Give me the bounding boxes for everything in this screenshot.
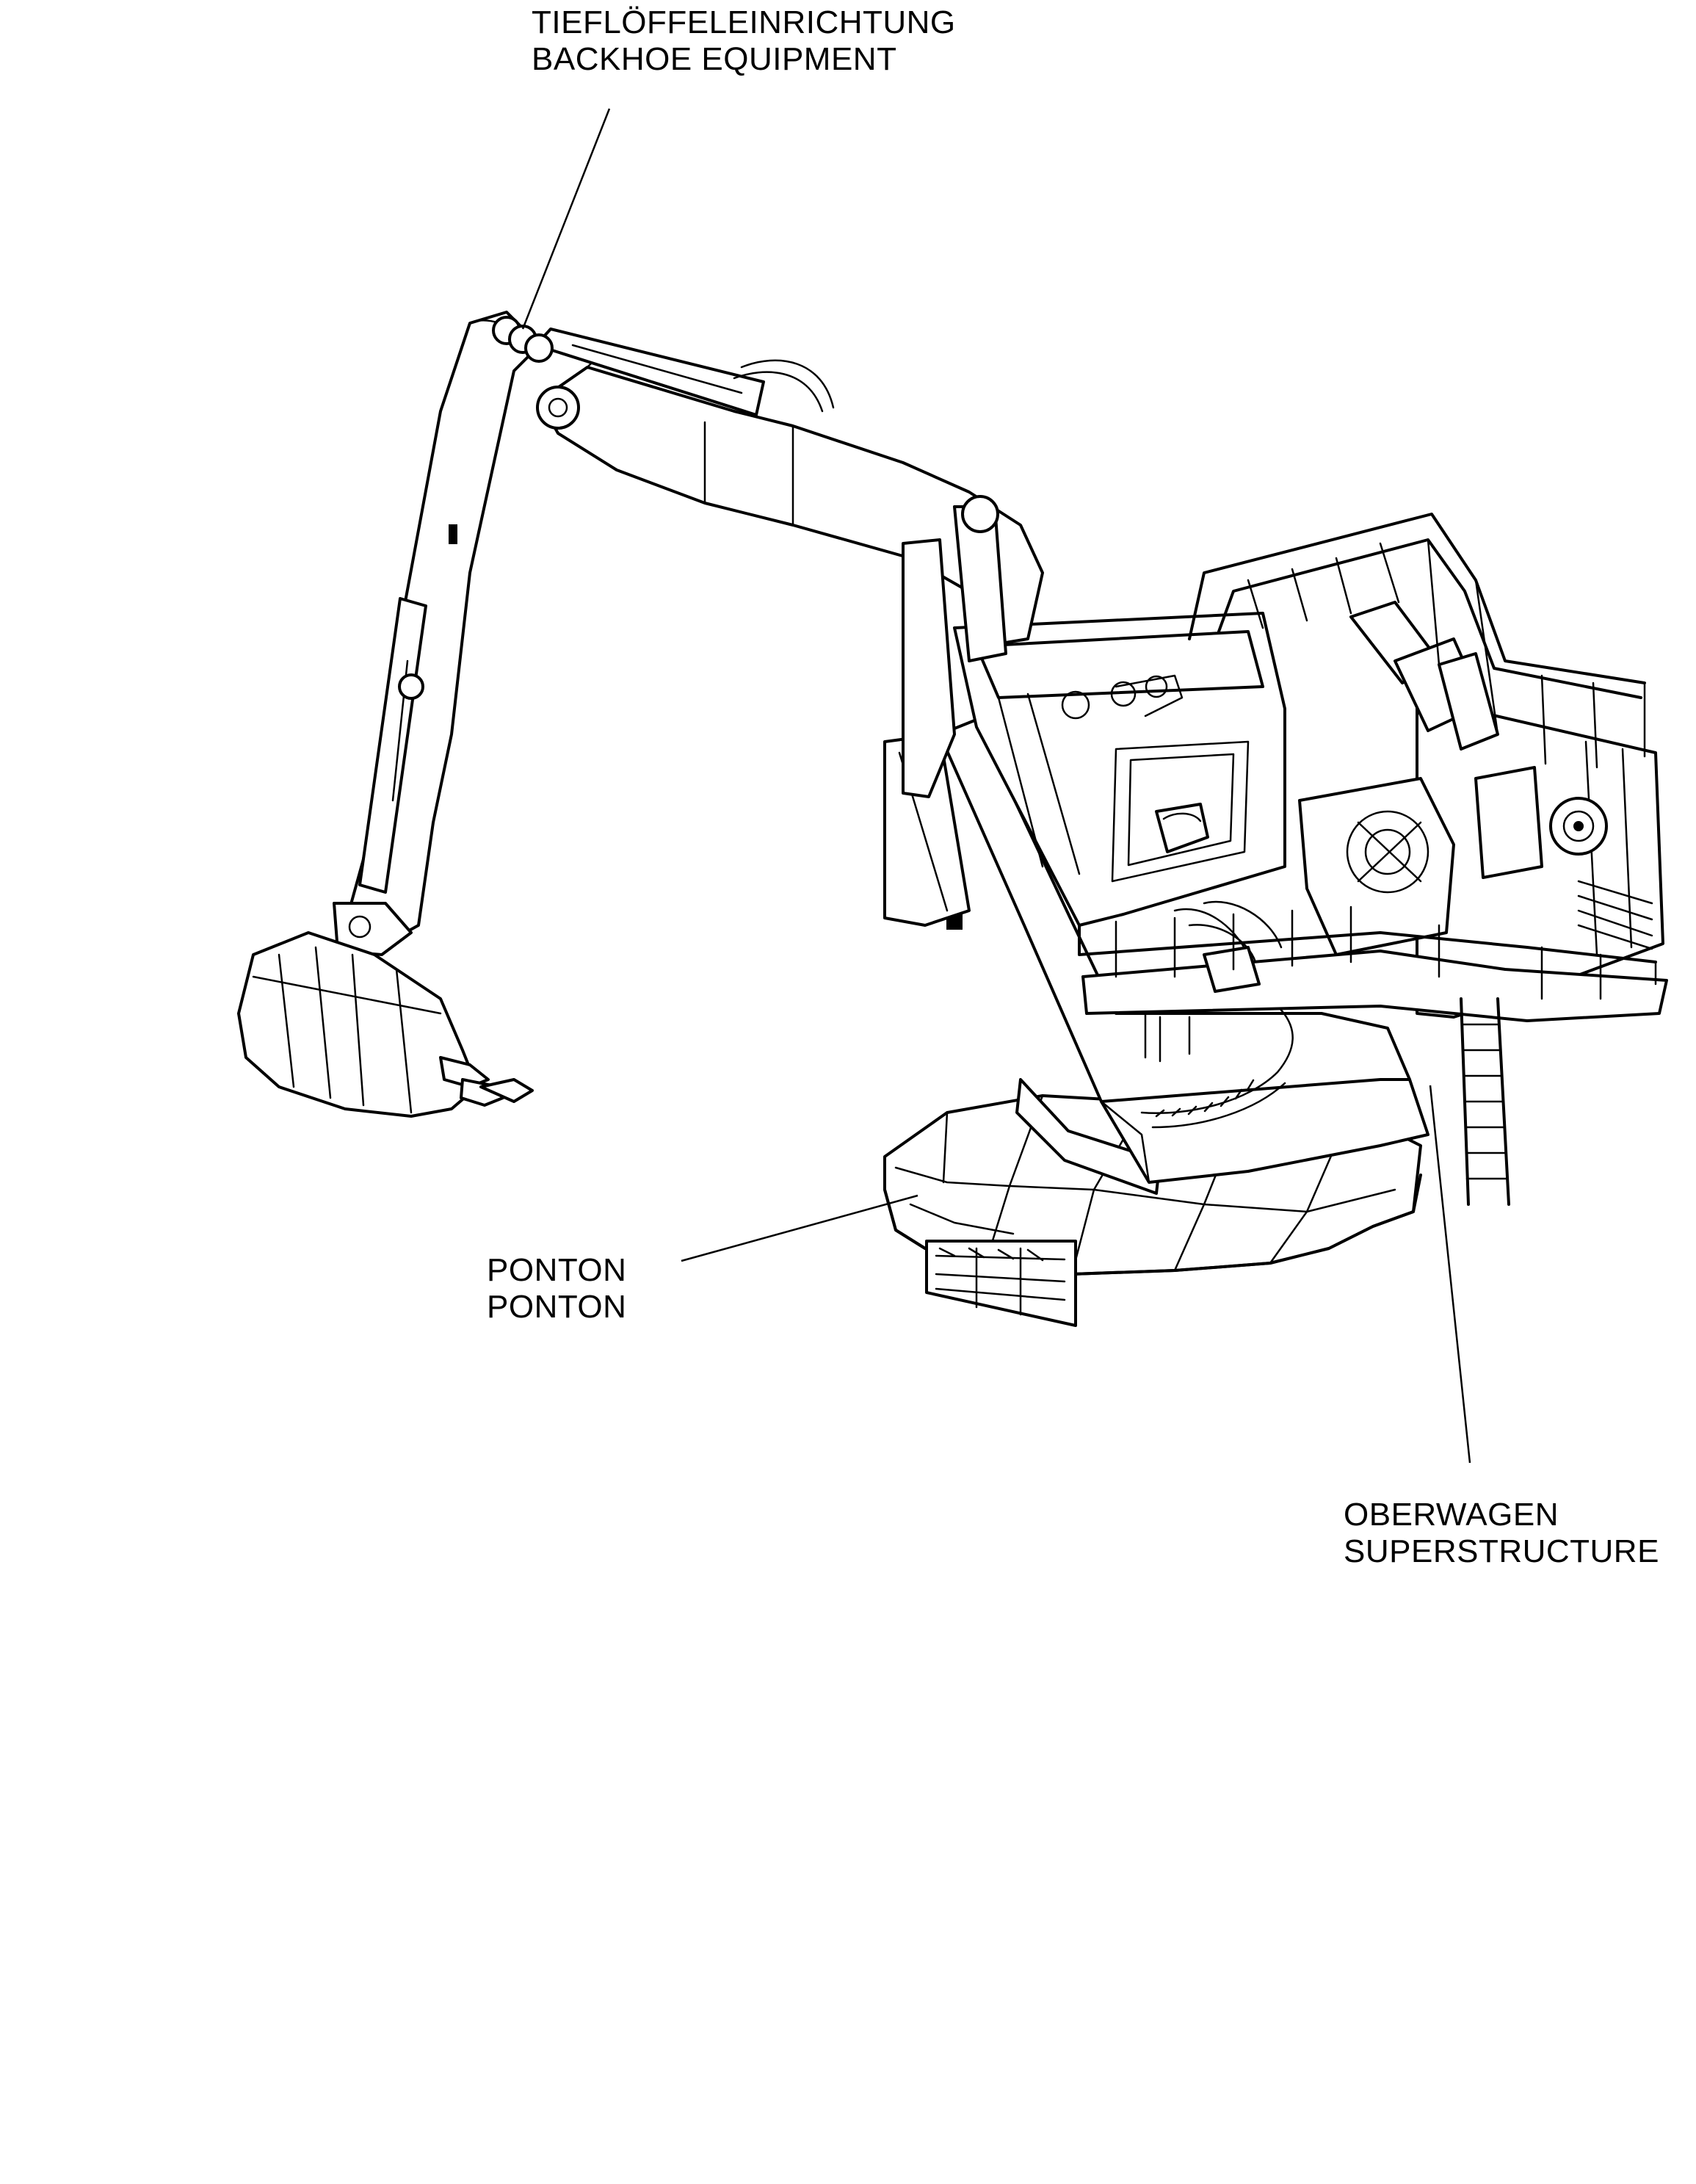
ponton-label-german: PONTON [487,1252,627,1288]
superstructure-callout: OBERWAGEN SUPERSTRUCTURE [1344,1497,1659,1570]
superstructure-leader-line [1429,1085,1471,1464]
ponton-leader-line [681,1194,918,1262]
bucket [237,931,534,1118]
stick [333,311,554,956]
backhoe-label-german: TIEFLÖFFELEINRICHTUNG [532,4,956,40]
superstructure-label-english: SUPERSTRUCTURE [1344,1533,1659,1569]
ponton-callout: PONTON PONTON [487,1252,626,1326]
superstructure-label-german: OBERWAGEN [1344,1497,1559,1533]
ponton-label-english: PONTON [487,1289,627,1325]
backhoe-label-english: BACKHOE EQUIPMENT [532,41,897,77]
backhoe-equipment-callout: TIEFLÖFFELEINRICHTUNG BACKHOE EQUIPMENT [532,4,956,78]
backhoe-leader-line [521,108,611,330]
boom [534,328,1044,798]
